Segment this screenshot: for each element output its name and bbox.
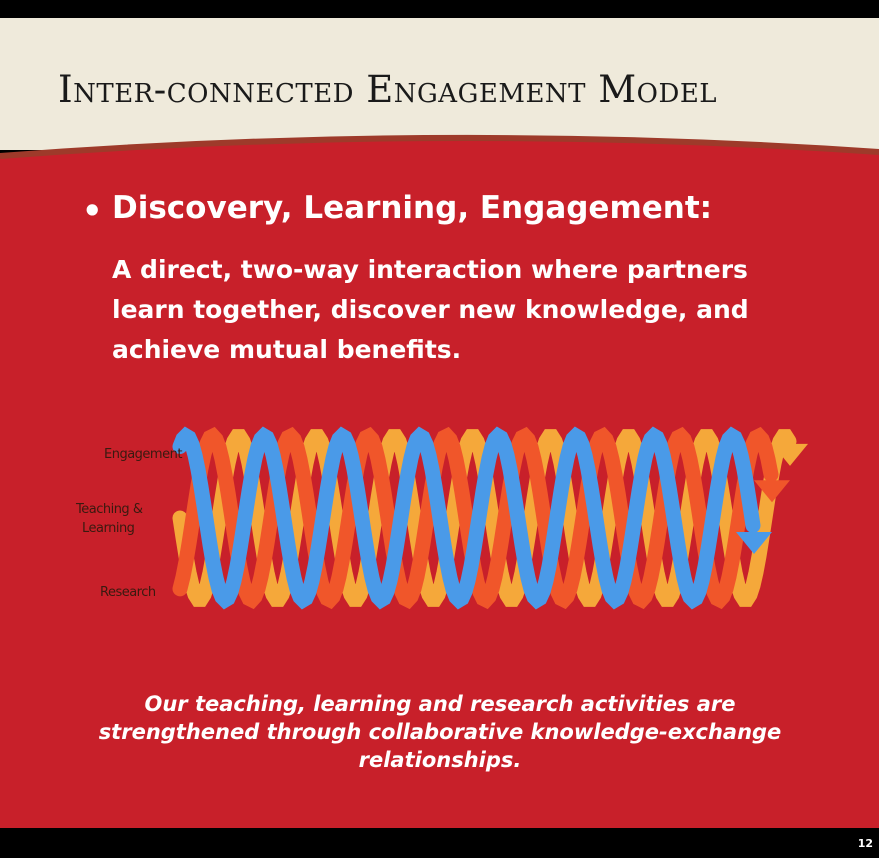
label-teaching: Teaching & — [76, 502, 143, 517]
arrowhead-research — [736, 532, 772, 555]
slide-caption: Our teaching, learning and research acti… — [98, 692, 782, 772]
arrowhead-teaching-learning — [754, 480, 790, 503]
label-engagement: Engagement — [104, 447, 182, 462]
label-research: Research — [100, 585, 156, 600]
bullet-symbol: • — [82, 192, 103, 230]
strand-research — [172, 426, 761, 610]
helix-diagram — [172, 426, 808, 610]
slide-title: Inter-connected Engagement Model — [58, 68, 718, 111]
title-banner: Inter-connected Engagement Model — [0, 18, 879, 150]
label-learning: Learning — [82, 521, 135, 536]
header-divider-curve — [0, 134, 879, 168]
bullet-text: A direct, two-way interaction where part… — [112, 255, 749, 364]
bullet-heading: Discovery, Learning, Engagement: — [112, 190, 713, 226]
arrowhead-engagement — [772, 443, 808, 466]
page-number: 12 — [857, 837, 873, 850]
